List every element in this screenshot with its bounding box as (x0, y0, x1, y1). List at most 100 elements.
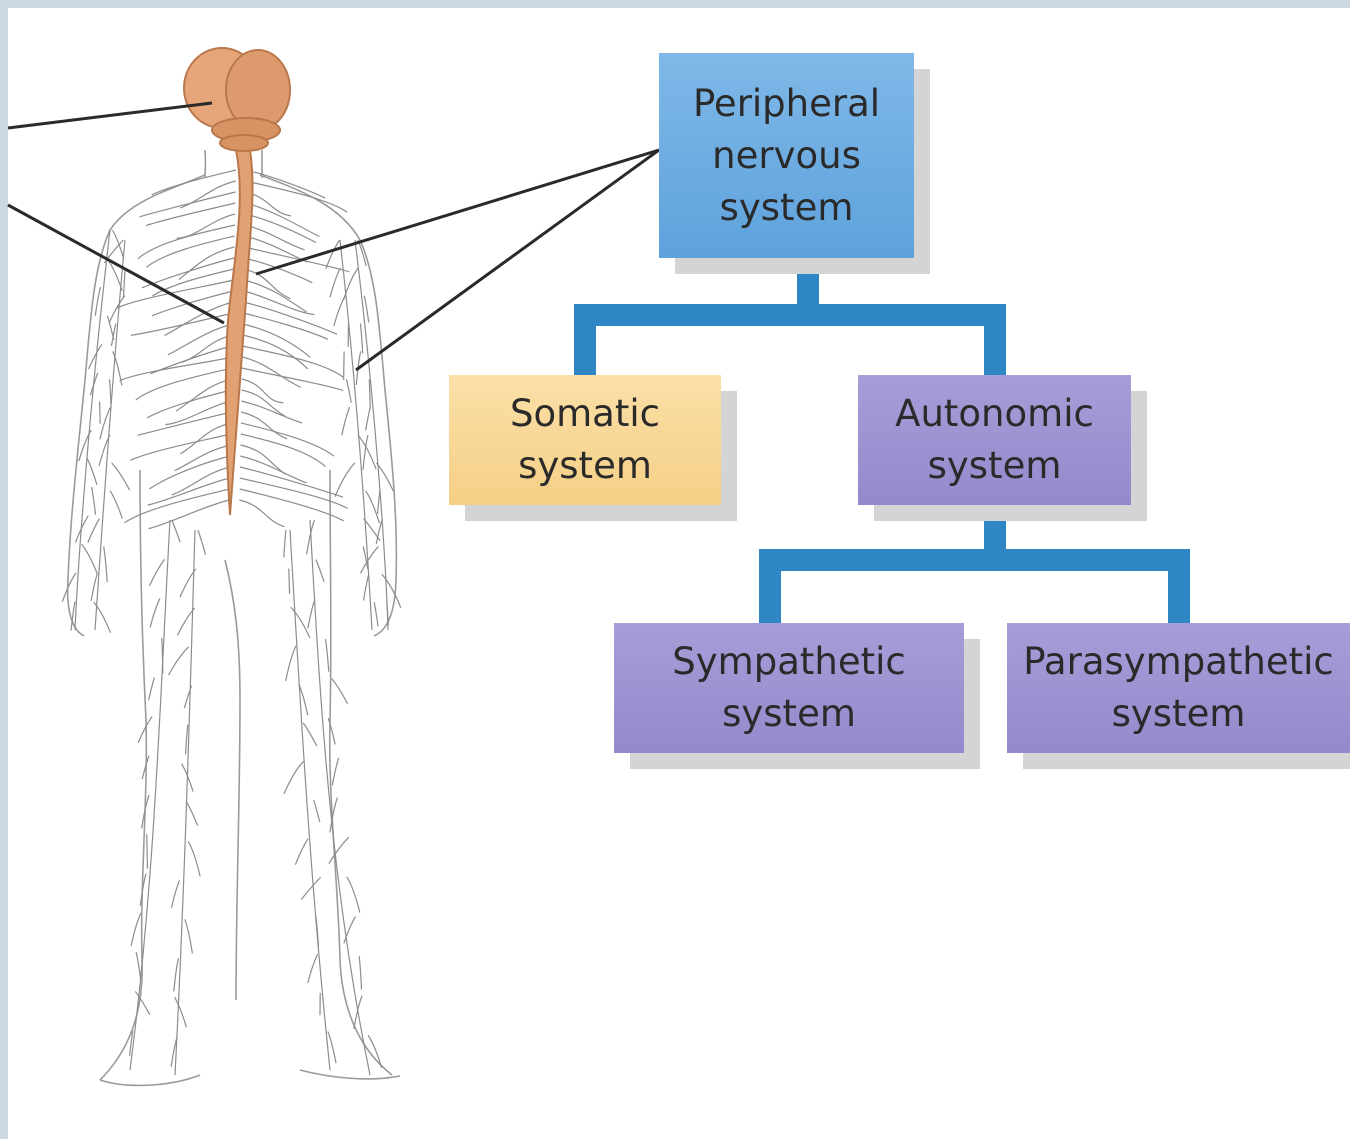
limb-nerve-twig (378, 491, 380, 514)
limb-nerve-twig (150, 599, 160, 628)
nerve-branch-right (241, 412, 287, 439)
nerve-branch-right (244, 269, 290, 299)
nerve-branch-right (243, 313, 328, 339)
limb-nerve-twig (147, 834, 148, 868)
nerve-branch-right (245, 203, 319, 237)
node-peripheral-nervous-system: Peripheral nervous system (659, 53, 914, 258)
limb-nerve-twig (347, 877, 360, 913)
nerve-branch-right (243, 302, 337, 334)
limb-nerve (95, 240, 125, 630)
neck (205, 150, 262, 178)
limb-nerve-twig (368, 1035, 381, 1067)
nerve-branch-right (244, 258, 312, 283)
limb-nerve (340, 240, 372, 630)
limb-nerve-twig (286, 646, 296, 681)
body-right-side (260, 175, 396, 1075)
nerve-branch-left (177, 214, 235, 238)
limb-nerve-twig (172, 520, 180, 542)
limb-nerve-twig (344, 351, 345, 379)
pointer-cns-brain (8, 103, 212, 128)
right-foot (300, 1070, 400, 1079)
limb-nerve-twig (131, 913, 141, 946)
nerve-branch-right (243, 335, 308, 369)
limb-nerve-twig (332, 679, 348, 704)
limb-nerve-twig (284, 530, 286, 557)
pointer-pns-trunk (256, 150, 659, 274)
node-somatic-label: Somatic system (510, 388, 660, 492)
limb-nerve-twig (359, 956, 361, 989)
limb-nerve-twig (326, 240, 340, 269)
node-autonomic-system: Autonomic system (858, 375, 1131, 505)
limb-nerve-twig (99, 435, 110, 466)
limb-nerve-twig (198, 530, 206, 555)
body-left-side (68, 175, 205, 1080)
nerve-branch-left (179, 247, 235, 280)
node-sympathetic-system: Sympathetic system (614, 623, 964, 753)
connector-autonomic-bar (759, 549, 1190, 571)
limb-nerve-twig (112, 463, 130, 490)
limb-nerve (130, 520, 170, 1070)
nerve-branch-right (240, 489, 344, 521)
limb-nerve-twig (295, 839, 308, 865)
node-somatic-system: Somatic system (449, 375, 721, 505)
limb-nerve-twig (308, 954, 318, 983)
connector-sympathetic-drop (759, 549, 781, 624)
limb-nerve-twig (364, 574, 369, 600)
nerve-branch-left (149, 500, 230, 529)
limb-nerve-twig (360, 324, 362, 354)
limb-nerve-twig (109, 296, 125, 324)
limb-nerve-twig (303, 723, 317, 746)
nerve-branch-right (241, 423, 334, 456)
connector-autonomic-stem (984, 505, 1006, 555)
limb-nerve-twig (382, 574, 401, 607)
nerve-branch-left (180, 423, 231, 454)
nerve-branch-right (242, 368, 343, 390)
limb-nerve-twig (174, 958, 179, 991)
nerve-branch-right (244, 280, 307, 312)
limb-nerve-twig (175, 997, 187, 1027)
limb-nerve-twig (149, 677, 155, 700)
nerve-branch-left (176, 379, 232, 411)
limb-nerve-twig (171, 880, 179, 907)
limb-nerve-twig (88, 519, 100, 543)
nerve-branch-left (165, 401, 231, 425)
limb-nerve-twig (360, 546, 378, 573)
limb-nerve-twig (95, 287, 100, 316)
left-foot (100, 1075, 200, 1085)
limb-nerve-twig (335, 463, 355, 497)
limb-nerve-twig (62, 573, 75, 602)
limb-nerve-twig (364, 296, 368, 323)
limb-nerve-twig (363, 435, 368, 470)
nerve-branch-left (146, 203, 235, 226)
limb-nerve (355, 240, 388, 630)
connector-peripheral-stem (797, 258, 819, 308)
limb-nerve-twig (284, 761, 303, 793)
node-parasympathetic-label: Parasympathetic system (1023, 636, 1333, 740)
body-crotch (225, 560, 240, 1000)
limb-nerve-twig (124, 268, 126, 298)
limb-nerve-twig (332, 758, 338, 785)
limb-nerve-twig (316, 560, 324, 582)
limb-nerve-twig (346, 379, 351, 402)
nerve-branch-left (120, 357, 233, 381)
limb-nerve-twig (325, 639, 328, 672)
nerve-branch-left (150, 456, 231, 489)
limb-nerve-twig (110, 491, 122, 519)
limb-nerve-twig (169, 647, 189, 675)
limb-nerve-twig (91, 574, 97, 600)
nerve-branch-right (239, 500, 284, 527)
connector-somatic-drop (574, 304, 596, 376)
limb-nerve-twig (308, 599, 315, 628)
nerve-branch-left (147, 390, 232, 418)
node-parasympathetic-system: Parasympathetic system (1007, 623, 1350, 753)
limb-nerve-twig (100, 401, 101, 423)
limb-nerve-twig (149, 559, 164, 586)
central-nervous-system (184, 48, 290, 515)
limb-nerve-twig (316, 916, 319, 947)
limb-nerve (310, 520, 370, 1075)
limb-nerve-twig (314, 800, 320, 822)
connector-parasympathetic-drop (1168, 549, 1190, 624)
limb-nerve-twig (113, 230, 124, 259)
connector-peripheral-bar (574, 304, 1006, 326)
